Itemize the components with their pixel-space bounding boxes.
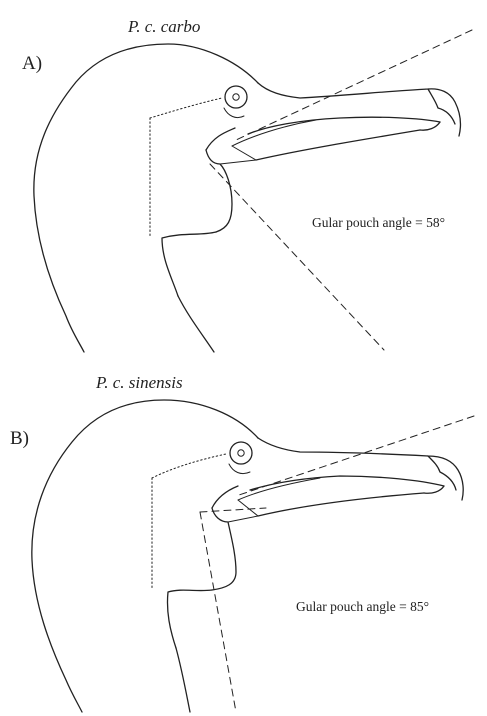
panel-a-angle-label: Gular pouch angle = 58° <box>312 215 445 230</box>
panel-a: P. c. carbo A) <box>22 17 472 352</box>
panel-a-angle-lines <box>210 30 472 350</box>
panel-a-title: P. c. carbo <box>127 17 200 36</box>
panel-b: P. c. sinensis B) <box>10 373 474 712</box>
panel-a-label: A) <box>22 53 42 74</box>
panel-b-angle-label: Gular pouch angle = 85° <box>296 599 429 614</box>
panel-b-head-outline <box>32 400 463 712</box>
panel-b-label: B) <box>10 428 29 449</box>
panel-a-head-outline <box>34 44 461 352</box>
panel-b-title: P. c. sinensis <box>95 373 183 392</box>
